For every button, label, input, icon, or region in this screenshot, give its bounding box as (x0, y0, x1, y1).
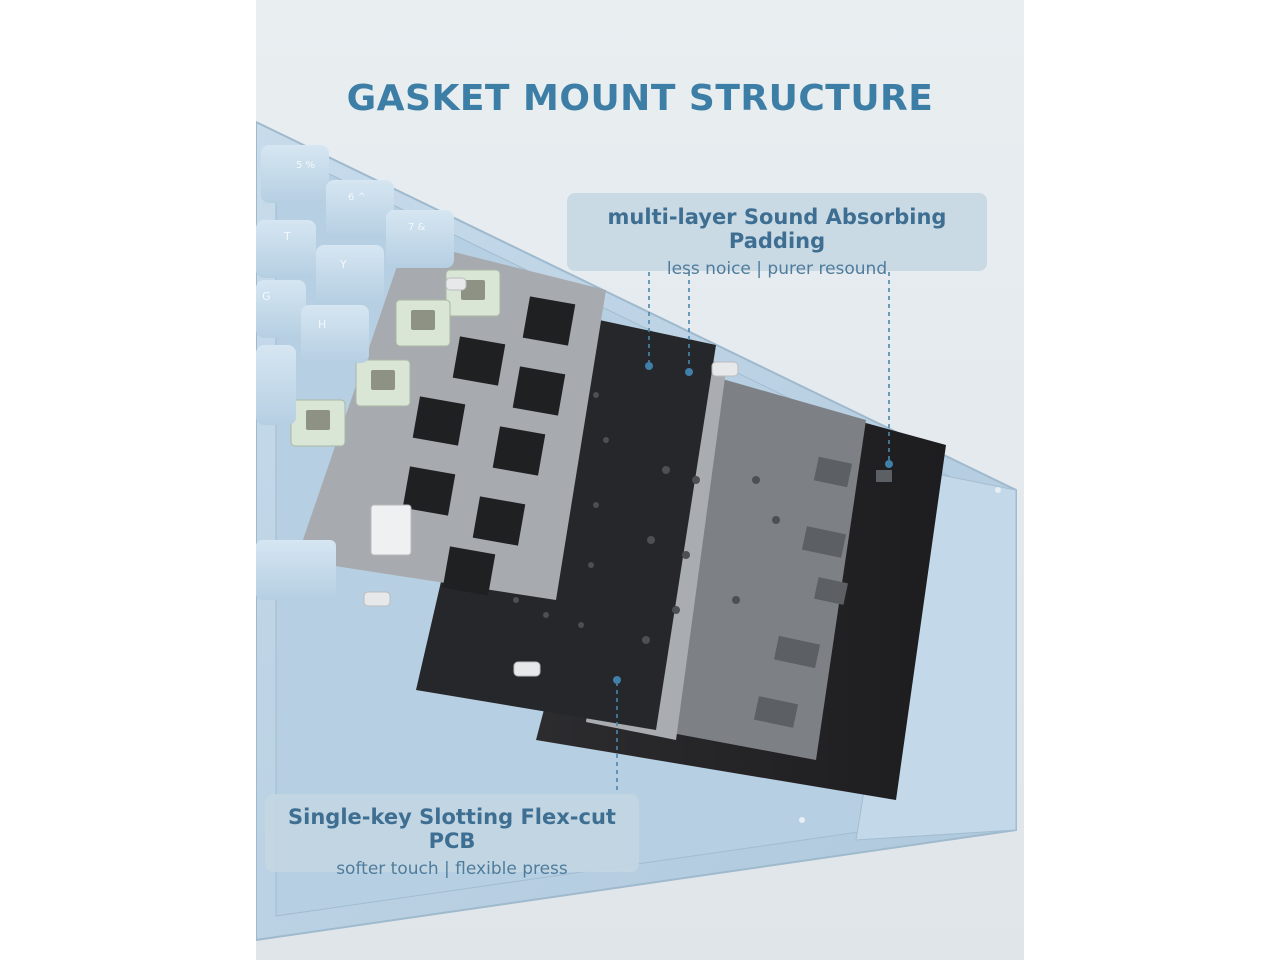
callout-flex-cut-pcb-heading: Single-key Slotting Flex-cut PCB (288, 805, 616, 853)
callout-sound-padding-heading: multi-layer Sound Absorbing Padding (607, 205, 947, 253)
keycap (256, 280, 306, 338)
keycap-legend: Y (339, 258, 347, 271)
callout-flex-cut-pcb-subtext: softer touch | flexible press (336, 859, 568, 879)
keycap (326, 180, 394, 238)
keycap (386, 210, 454, 268)
keycap-legend: 6 ^ (348, 192, 366, 203)
keycaps: 5 % 6 ^ 7 & T Y G H (256, 145, 454, 600)
callout-leader-dots (613, 362, 893, 684)
keyboard-exploded-illustration: 5 % 6 ^ 7 & T Y G H (256, 120, 1017, 942)
keycap (261, 145, 329, 203)
keycap (256, 220, 316, 278)
page-title: GASKET MOUNT STRUCTURE (346, 78, 934, 119)
keycap-legend: G (262, 290, 271, 303)
callout-sound-padding-subtext: less noice | purer resound (666, 259, 888, 279)
foam-cutouts (753, 456, 892, 728)
plate-cutouts (402, 296, 576, 596)
switch (290, 399, 346, 447)
keycap (256, 345, 296, 425)
callout-leader-lines (616, 272, 890, 794)
keycap (316, 245, 384, 303)
switch (445, 269, 501, 317)
mechanical-switches (290, 269, 501, 556)
switch-white (370, 504, 412, 556)
case-screw (995, 487, 1001, 493)
keycap-legend: 7 & (408, 222, 426, 233)
callout-flex-cut-pcb: Single-key Slotting Flex-cut PCB softer … (265, 794, 639, 879)
keycap-legend: T (283, 230, 291, 243)
keycap (301, 305, 369, 363)
keycap-legend: H (318, 318, 326, 331)
switch (355, 359, 411, 407)
switch (395, 299, 451, 347)
product-panel: 5 % 6 ^ 7 & T Y G H GASKET (256, 0, 1024, 960)
spacebar-key (256, 540, 336, 600)
keycap-legend: 5 % (296, 160, 315, 171)
callout-sound-padding: multi-layer Sound Absorbing Padding less… (567, 193, 987, 279)
case-screw (799, 817, 805, 823)
gaskets (363, 277, 739, 677)
